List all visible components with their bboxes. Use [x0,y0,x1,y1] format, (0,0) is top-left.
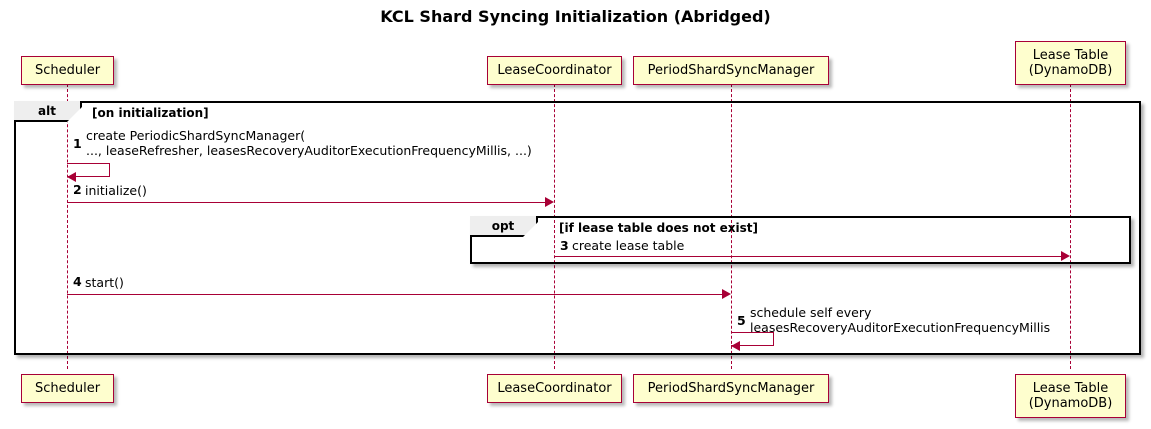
fragment-opt-label-corner [523,222,538,237]
message-1-self-call [67,163,110,177]
message-1-number: 1 [73,136,82,151]
participant-period-shard-sync-manager-top[interactable]: PeriodShardSyncManager [633,56,829,85]
message-5-self-call [731,332,774,346]
message-5-arrowhead [731,341,740,351]
message-2-text: initialize() [85,183,147,198]
participant-lease-table-top[interactable]: Lease Table (DynamoDB) [1015,41,1126,85]
participant-lease-coordinator-top[interactable]: LeaseCoordinator [487,56,622,85]
participant-scheduler-top[interactable]: Scheduler [21,56,114,85]
message-4-line [67,294,722,295]
fragment-alt-condition: [on initialization] [92,106,209,120]
diagram-title: KCL Shard Syncing Initialization (Abridg… [380,7,771,26]
participant-lease-coordinator-bottom[interactable]: LeaseCoordinator [487,374,622,403]
lifeline-period-shard-sync-manager [731,84,732,369]
lifeline-lease-table [1070,84,1071,369]
message-1-text: create PeriodicShardSyncManager( ..., le… [86,128,532,158]
message-3-line [554,256,1061,257]
fragment-opt-condition: [if lease table does not exist] [559,221,759,235]
message-5-number: 5 [737,313,746,328]
participant-scheduler-bottom[interactable]: Scheduler [21,374,114,403]
message-1-arrowhead [67,172,76,182]
participant-period-shard-sync-manager-bottom[interactable]: PeriodShardSyncManager [633,374,829,403]
message-4-number: 4 [73,274,82,289]
message-4-text: start() [85,275,124,290]
message-3-arrowhead [1061,251,1070,261]
lifeline-lease-coordinator [554,84,555,369]
fragment-alt-on-initialization [14,101,1141,355]
lifeline-scheduler [67,84,68,369]
participant-lease-table-bottom[interactable]: Lease Table (DynamoDB) [1015,374,1126,418]
message-2-arrowhead [545,197,554,207]
message-2-line [67,202,545,203]
message-4-arrowhead [722,289,731,299]
fragment-opt-lease-table [470,216,1131,264]
message-5-text: schedule self every leasesRecoveryAudito… [750,305,1051,335]
message-3-text: create lease table [572,238,685,253]
message-2-number: 2 [73,182,82,197]
fragment-alt-label-corner [67,107,82,122]
message-3-number: 3 [560,238,569,253]
